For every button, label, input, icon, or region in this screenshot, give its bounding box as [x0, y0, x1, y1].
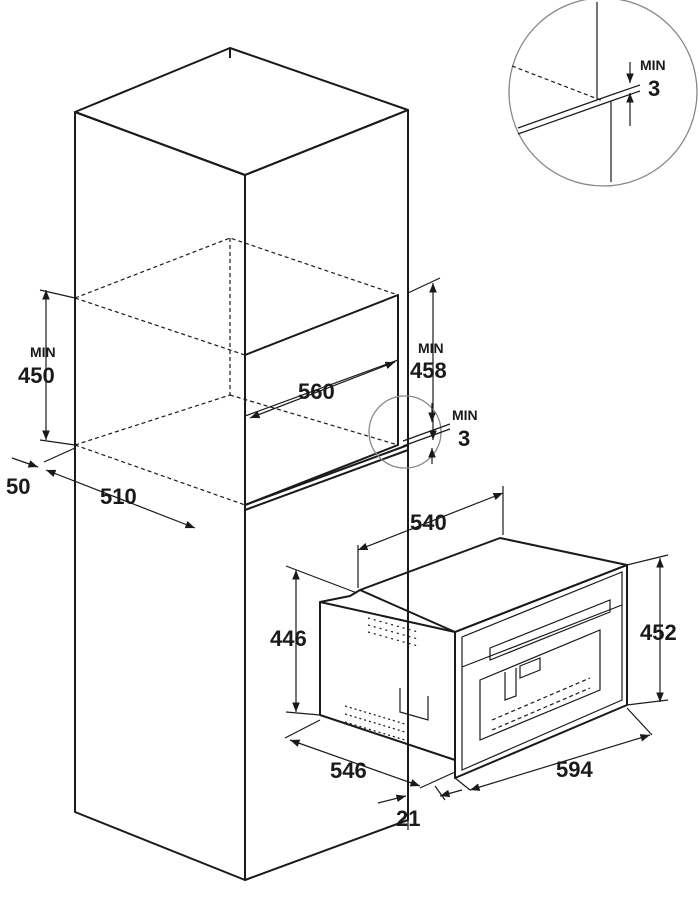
coffee-machine — [319, 537, 628, 779]
tall-cabinet — [74, 47, 409, 881]
dimension-front-width: 594 — [454, 707, 653, 791]
dimension-front-thickness: 21 — [377, 725, 463, 831]
dimension-niche-clearance: MIN 458 — [407, 277, 447, 440]
dimension-niche-gap: MIN 3 — [368, 395, 478, 469]
detail-prefix: MIN — [640, 57, 666, 73]
setback-value: 50 — [6, 474, 30, 499]
niche-height-prefix: MIN — [30, 344, 56, 360]
front-width-value: 594 — [556, 757, 593, 782]
body-height-value: 446 — [270, 626, 307, 651]
niche-height-value: 450 — [18, 363, 55, 388]
niche-clearance-value: 458 — [410, 358, 447, 383]
niche-gap-prefix: MIN — [452, 407, 478, 423]
dimension-niche-height: MIN 450 — [18, 289, 76, 446]
dimension-body-depth: 540 — [357, 486, 504, 588]
niche-width-value: 560 — [298, 379, 335, 404]
niche-gap-value: 3 — [458, 426, 470, 451]
side-depth-value: 546 — [330, 758, 367, 783]
niche-clearance-prefix: MIN — [418, 340, 444, 356]
niche-depth-value: 510 — [100, 484, 137, 509]
dimension-setback: 50 — [6, 447, 76, 499]
side-vent-top — [367, 617, 419, 647]
front-height-value: 452 — [640, 620, 677, 645]
dimension-niche-width: 560 — [249, 361, 396, 419]
detail-value: 3 — [648, 76, 660, 101]
dimension-body-height: 446 — [270, 565, 358, 716]
side-vent-bottom — [344, 705, 406, 741]
detail-magnifier: MIN 3 — [508, 0, 698, 187]
body-depth-value: 540 — [410, 510, 447, 535]
dimension-front-height: 452 — [626, 554, 677, 706]
dimension-niche-depth: 510 — [45, 469, 196, 529]
dimension-side-depth: 546 — [284, 719, 456, 789]
front-thickness-value: 21 — [396, 806, 420, 831]
